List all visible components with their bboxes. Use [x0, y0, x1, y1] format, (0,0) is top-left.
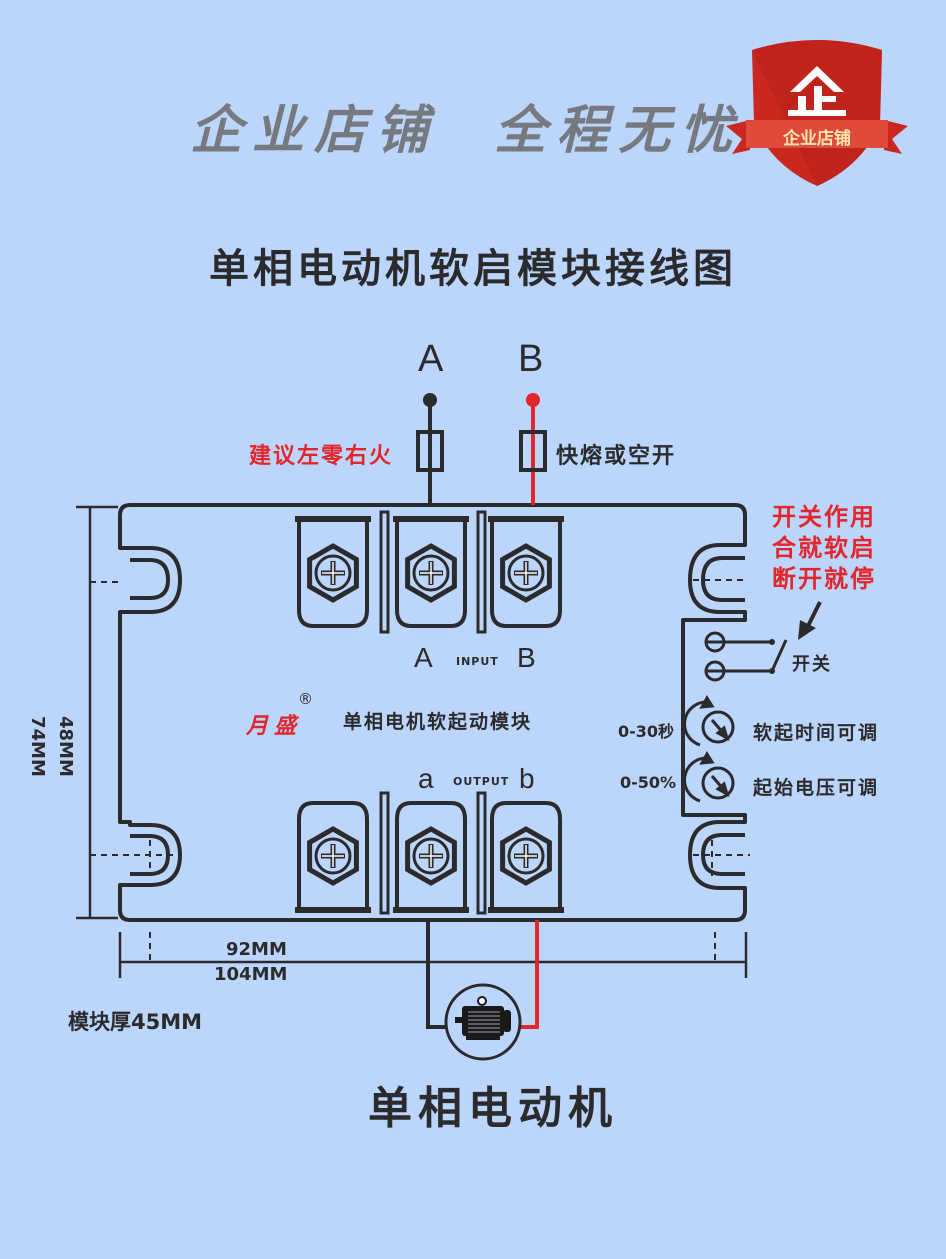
brand-logo: 月盛: [246, 713, 303, 739]
fuse-note: 快熔或空开: [556, 444, 677, 469]
module-body-outline: [118, 503, 747, 922]
switch-note-line: 断开就停: [772, 565, 876, 593]
motor-label: 单相电动机: [368, 1083, 618, 1134]
input-line-label-a: A: [418, 338, 444, 380]
input-label: INPUT: [456, 655, 499, 668]
output-terminal-screw-0: [295, 801, 371, 913]
terminal-b-dot: [526, 393, 540, 407]
soft-start-time-desc: 软起时间可调: [753, 722, 880, 744]
output-terminal-a: a: [418, 763, 434, 794]
input-terminal-screw-0: [295, 516, 371, 628]
switch-note-line: 合就软启: [772, 534, 876, 562]
input-terminal-b: B: [517, 642, 536, 673]
input-terminal-screw-1: [393, 516, 469, 628]
fuse-a: [416, 430, 444, 472]
wire-a-output: [426, 920, 448, 1029]
switch-note-line: 开关作用: [772, 503, 876, 531]
width-inner-dim: 92MM: [226, 939, 287, 960]
wire-b-output: [518, 920, 539, 1029]
soft-start-time-range: 0-30秒: [618, 722, 675, 741]
motor-icon: [444, 983, 522, 1061]
enterprise-store-badge[interactable]: 企业店铺: [722, 36, 912, 188]
thickness-note: 模块厚45MM: [68, 1010, 203, 1034]
width-outer-dim: 104MM: [214, 964, 288, 985]
page-title: 单相电动机软启模块接线图: [209, 246, 737, 292]
shield-badge-icon: [726, 40, 908, 186]
switch-function-note: 开关作用 合就软启 断开就停: [772, 502, 876, 595]
neutral-live-note: 建议左零右火: [249, 444, 394, 469]
module-name: 单相电机软起动模块: [343, 711, 533, 733]
terminal-divider: [476, 510, 487, 634]
fuse-b: [519, 430, 547, 472]
height-outer-dim: 74MM: [27, 716, 48, 777]
registered-mark: ®: [298, 690, 313, 708]
output-label: OUTPUT: [453, 775, 510, 788]
soft-start-time-knob-icon: [683, 695, 735, 747]
switch-label: 开关: [792, 654, 832, 675]
input-terminal-screw-2: [488, 516, 564, 628]
initial-voltage-desc: 起始电压可调: [753, 777, 880, 799]
output-terminal-screw-1: [393, 801, 469, 913]
switch-lever: [770, 639, 788, 672]
slogan-text: 企业店铺 全程无忧: [190, 100, 743, 161]
terminal-divider: [379, 510, 390, 634]
terminal-a-dot: [423, 393, 437, 407]
badge-ribbon-text: 企业店铺: [783, 129, 851, 149]
terminal-divider: [379, 791, 390, 915]
initial-voltage-knob-icon: [683, 751, 735, 803]
input-terminal-a: A: [414, 642, 433, 673]
arrow-to-switch-icon: [798, 601, 822, 640]
initial-voltage-range: 0-50%: [620, 773, 677, 792]
output-terminal-b: b: [519, 763, 535, 794]
terminal-divider: [476, 791, 487, 915]
height-inner-dim: 48MM: [55, 716, 76, 777]
output-terminal-screw-2: [488, 801, 564, 913]
input-line-label-b: B: [518, 338, 544, 380]
